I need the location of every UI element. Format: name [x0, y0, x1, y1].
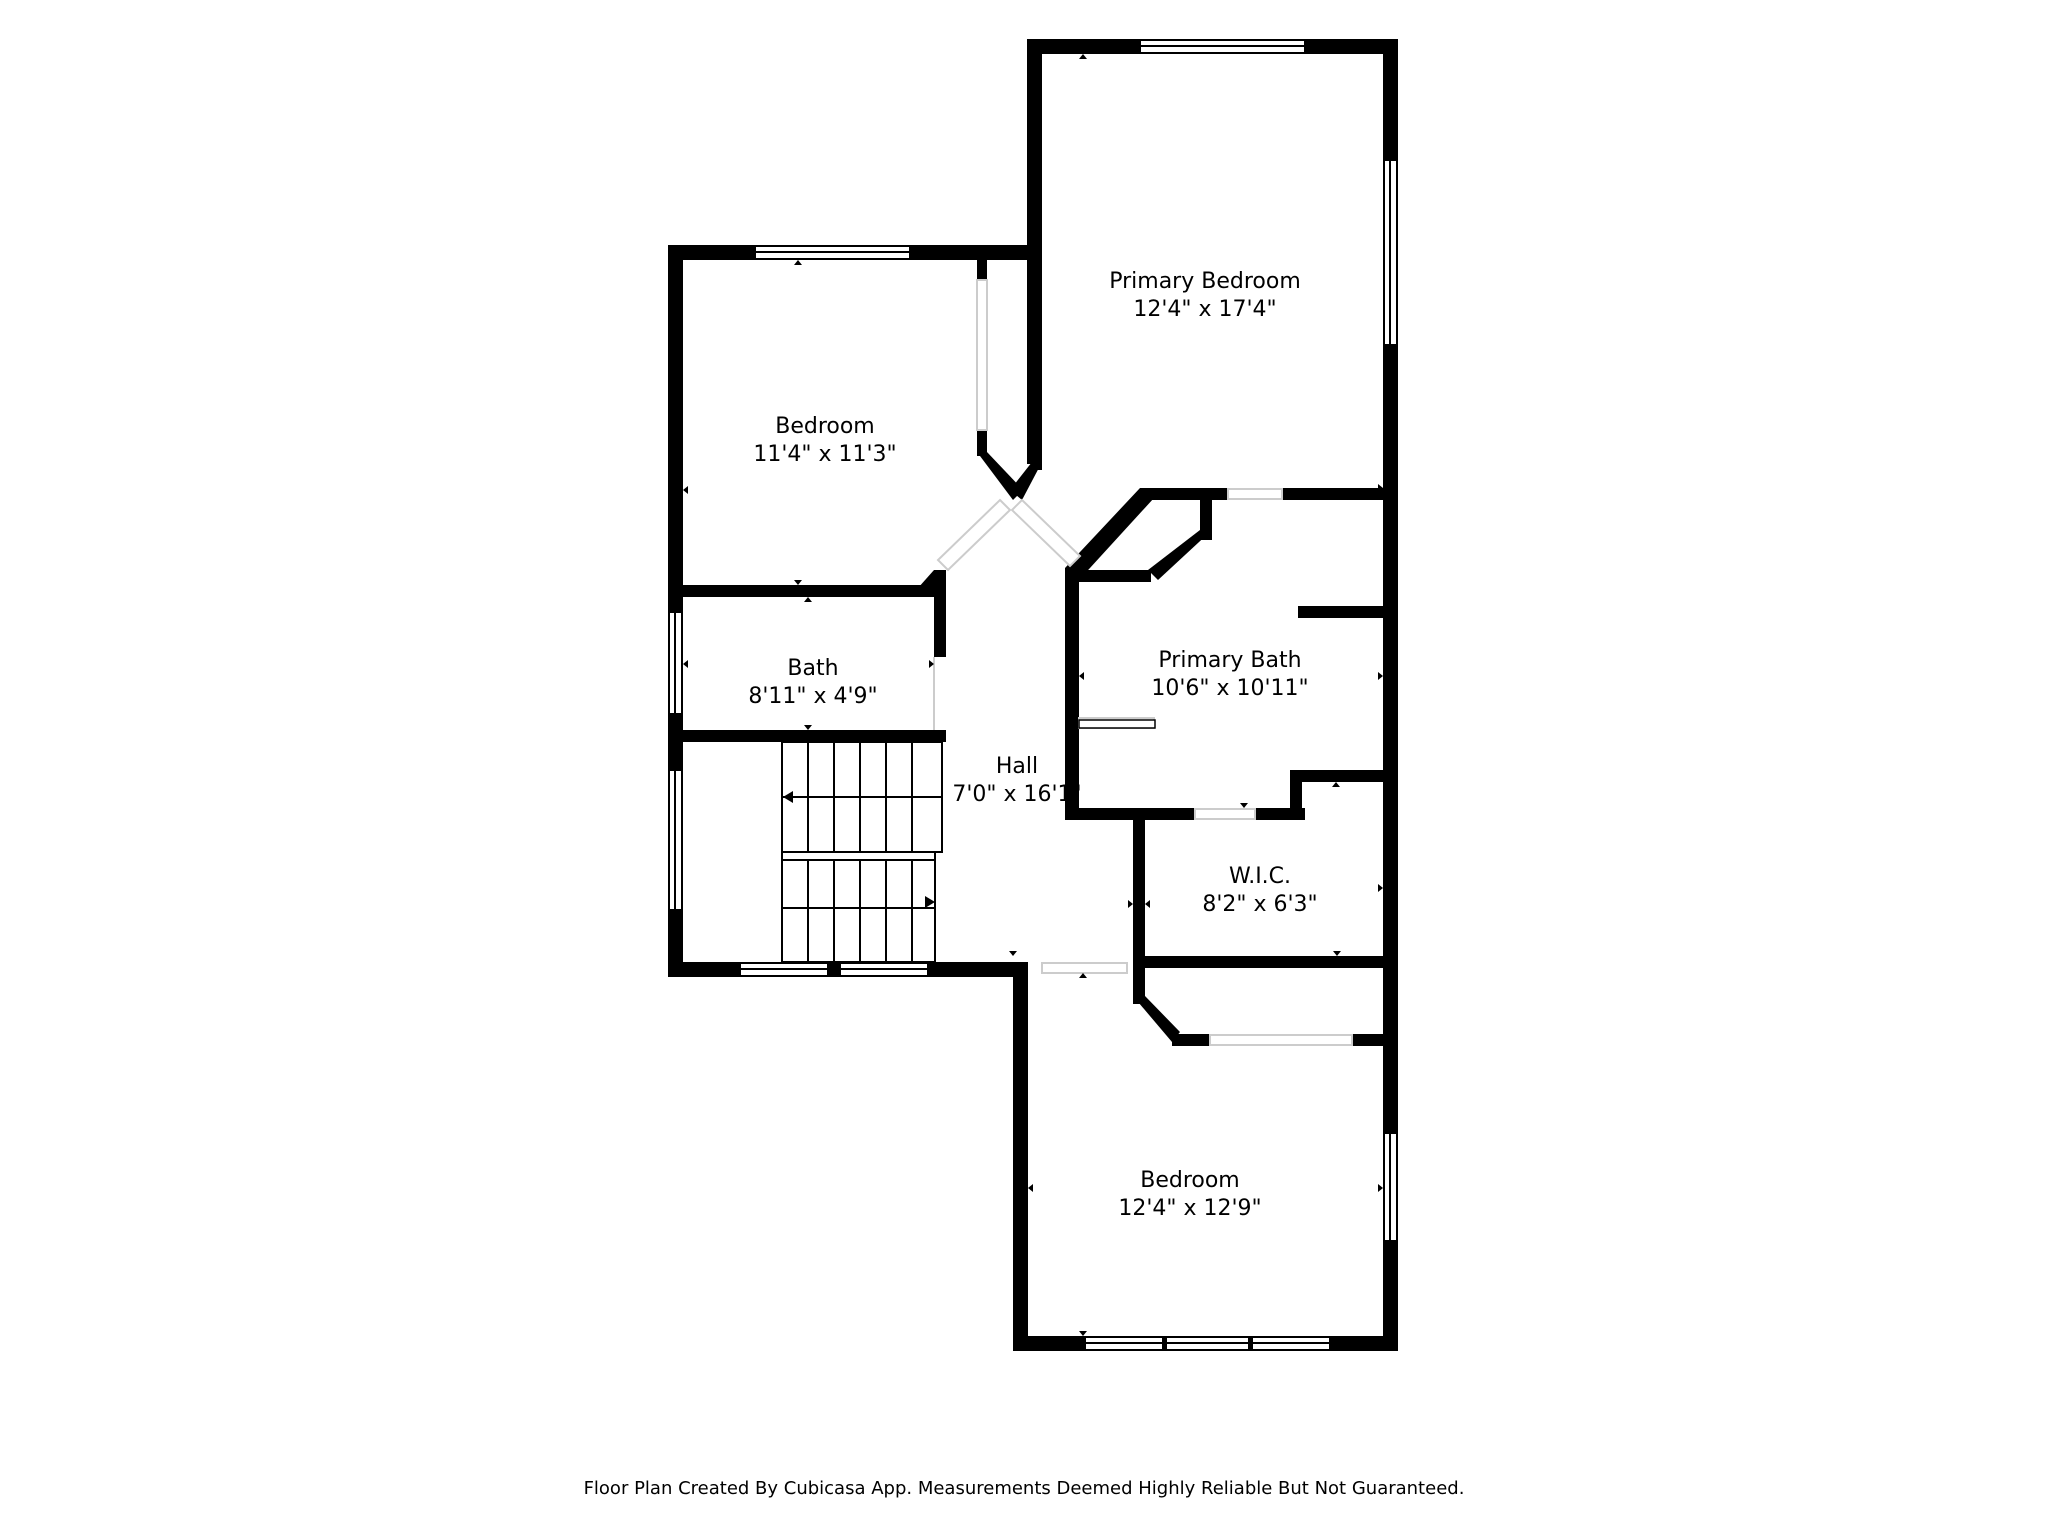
room-name: W.I.C. — [1229, 864, 1291, 889]
room-name: Hall — [996, 754, 1038, 779]
room-name: Bath — [787, 656, 838, 681]
room-dimensions: 12'4" x 12'9" — [1118, 1196, 1261, 1221]
room-dimensions: 12'4" x 17'4" — [1133, 297, 1276, 322]
dimension-ticks — [683, 54, 1383, 1336]
room-bedroom-2: Bedroom 12'4" x 12'9" — [1118, 1168, 1261, 1221]
room-wic: W.I.C. 8'2" x 6'3" — [1202, 864, 1317, 917]
room-name: Primary Bedroom — [1109, 269, 1301, 294]
room-primary-bath: Primary Bath 10'6" x 10'11" — [1151, 648, 1308, 701]
room-dimensions: 8'11" x 4'9" — [748, 684, 877, 709]
windows — [668, 39, 1398, 1351]
room-hall: Hall 7'0" x 16'1" — [952, 754, 1081, 807]
staircase — [781, 741, 943, 963]
room-name: Bedroom — [775, 414, 875, 439]
room-primary-bedroom: Primary Bedroom 12'4" x 17'4" — [1109, 269, 1301, 322]
room-bedroom-1: Bedroom 11'4" x 11'3" — [753, 414, 896, 467]
room-bath: Bath 8'11" x 4'9" — [748, 656, 877, 709]
room-dimensions: 11'4" x 11'3" — [753, 442, 896, 467]
room-dimensions: 7'0" x 16'1" — [952, 782, 1081, 807]
room-dimensions: 8'2" x 6'3" — [1202, 892, 1317, 917]
room-name: Primary Bath — [1158, 648, 1301, 673]
room-name: Bedroom — [1140, 1168, 1240, 1193]
disclaimer-footer: Floor Plan Created By Cubicasa App. Meas… — [583, 1478, 1465, 1499]
room-dimensions: 10'6" x 10'11" — [1151, 676, 1308, 701]
shelf — [1078, 719, 1156, 729]
